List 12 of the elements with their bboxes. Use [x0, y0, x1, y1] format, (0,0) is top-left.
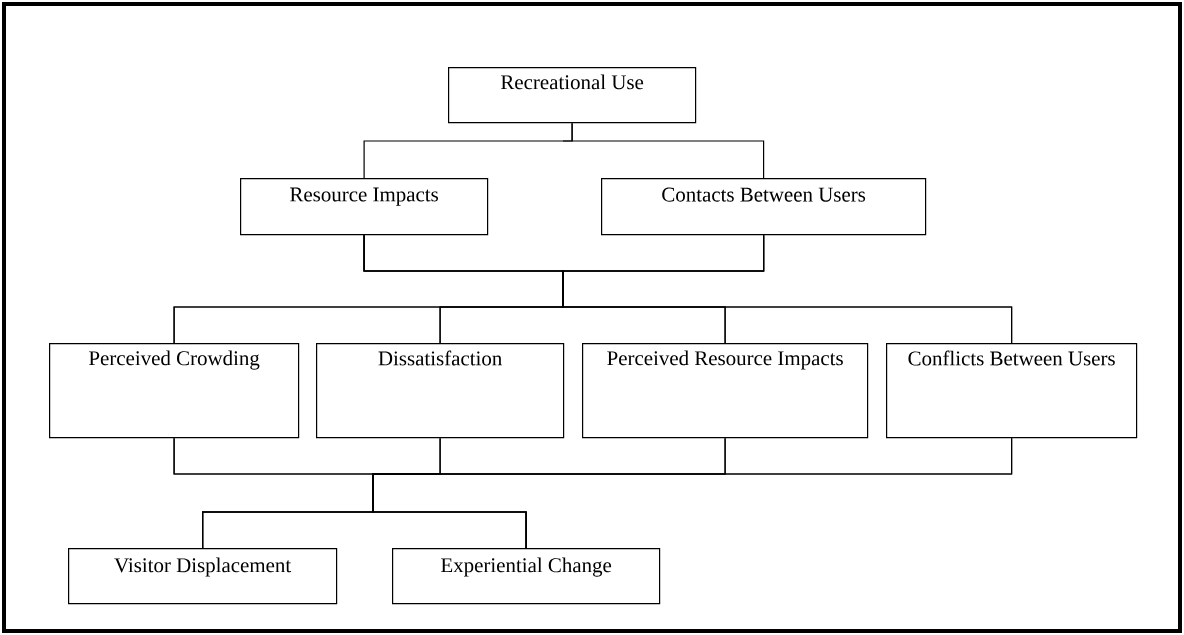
connector-line	[562, 234, 1013, 344]
connector-line	[562, 122, 765, 179]
box: Visitor Displacement	[68, 548, 338, 605]
box: Perceived Crowding	[49, 343, 300, 439]
box: Perceived Resource Impacts	[582, 343, 869, 439]
box: Resource Impacts	[240, 178, 489, 236]
box: Contacts Between Users	[601, 178, 927, 236]
box: Experiential Change	[392, 548, 661, 605]
box: Conflicts Between Users	[886, 343, 1138, 439]
connector-line	[372, 437, 1013, 549]
box: Recreational Use	[448, 67, 697, 124]
box: Dissatisfaction	[316, 343, 565, 439]
